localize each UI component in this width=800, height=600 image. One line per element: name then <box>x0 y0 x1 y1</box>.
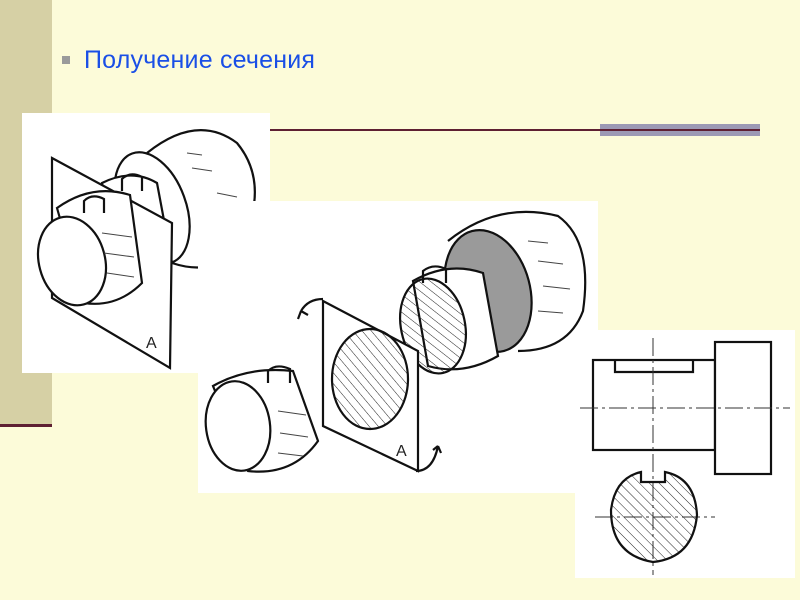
divider-line <box>262 129 600 131</box>
divider-bar <box>600 124 760 136</box>
plane-label-a-2: А <box>396 443 407 460</box>
title-row: Получение сечения <box>62 44 315 76</box>
separated-parts-drawing: А <box>204 210 587 473</box>
left-accent-underline <box>0 424 52 427</box>
orthographic-section-drawing <box>580 338 790 575</box>
plane-label-a: А <box>146 335 157 352</box>
shaft-with-plane-drawing: А <box>36 129 256 370</box>
figure-separated-parts: А <box>198 201 598 493</box>
figure-orthographic-section <box>575 330 795 578</box>
slide-title: Получение сечения <box>84 45 316 74</box>
square-bullet-icon <box>62 56 70 64</box>
